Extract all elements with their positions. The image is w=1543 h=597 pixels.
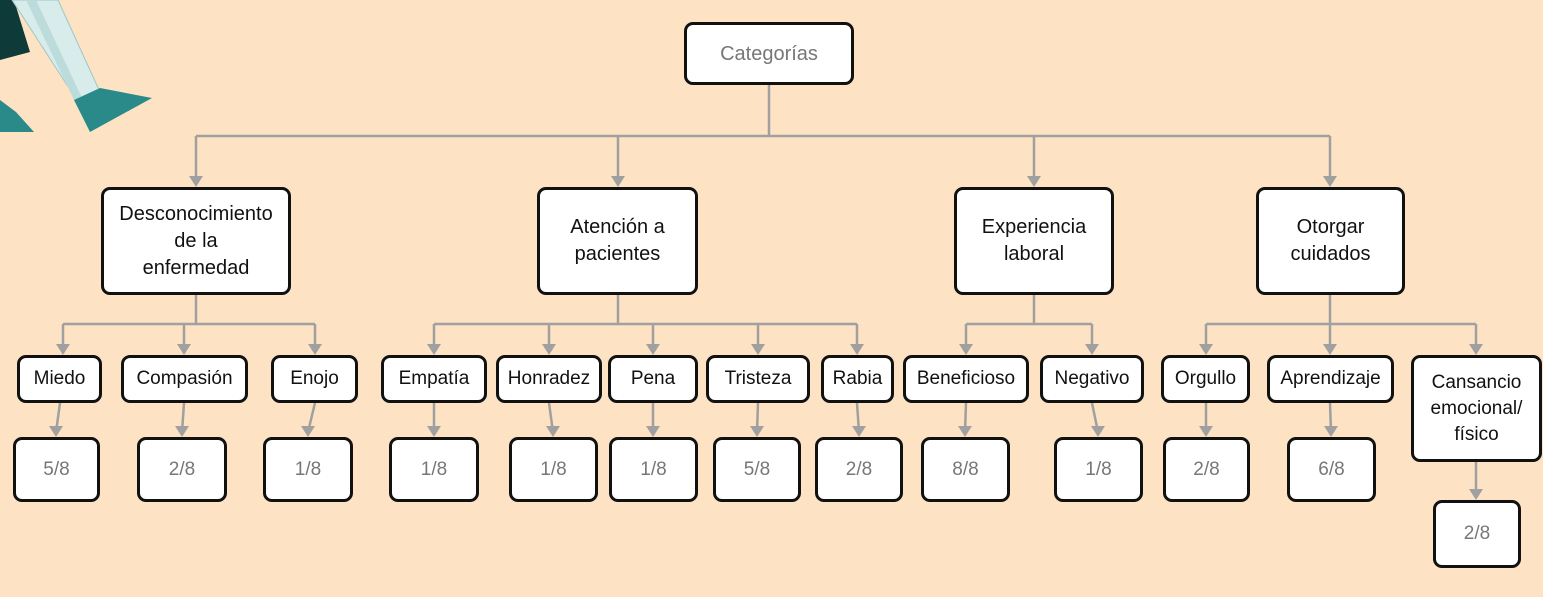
value-node: 6/8 xyxy=(1287,437,1376,502)
subcategory-node: Pena xyxy=(608,355,698,403)
subcategory-node: Enojo xyxy=(271,355,358,403)
subcategory-node: Compasión xyxy=(121,355,248,403)
value-node: 2/8 xyxy=(1433,500,1521,568)
subcategory-node: Rabia xyxy=(821,355,894,403)
value-arrowhead xyxy=(1469,489,1483,500)
category-arrowhead xyxy=(1027,176,1041,187)
subcategory-node: Empatía xyxy=(381,355,487,403)
value-arrowhead xyxy=(958,426,972,437)
subcategory-arrowhead xyxy=(177,344,191,355)
subcategory-arrowhead xyxy=(56,344,70,355)
category-node: Otorgar cuidados xyxy=(1256,187,1405,295)
value-node: 1/8 xyxy=(263,437,353,502)
value-arrowhead xyxy=(1091,426,1105,437)
subcategory-arrowhead xyxy=(1469,344,1483,355)
subcategory-node: Honradez xyxy=(496,355,602,403)
category-node: Desconocimiento de la enfermedad xyxy=(101,187,291,295)
subcategory-arrowhead xyxy=(542,344,556,355)
subcategory-arrowhead xyxy=(646,344,660,355)
value-arrowhead xyxy=(646,426,660,437)
value-arrowhead xyxy=(49,426,63,437)
subcategory-arrowhead xyxy=(1085,344,1099,355)
subcategory-arrowhead xyxy=(1323,344,1337,355)
category-arrowhead xyxy=(611,176,625,187)
subcategory-node: Negativo xyxy=(1040,355,1144,403)
value-node: 2/8 xyxy=(815,437,903,502)
category-node: Atención a pacientes xyxy=(537,187,698,295)
value-arrowhead xyxy=(750,426,764,437)
category-arrowhead xyxy=(189,176,203,187)
subcategory-node: Beneficioso xyxy=(903,355,1029,403)
value-arrowhead xyxy=(546,426,560,437)
subcategory-node: Miedo xyxy=(17,355,102,403)
root-node: Categorías xyxy=(684,22,854,85)
subcategory-arrowhead xyxy=(308,344,322,355)
subcategory-arrowhead xyxy=(959,344,973,355)
value-node: 1/8 xyxy=(609,437,698,502)
value-arrowhead xyxy=(427,426,441,437)
value-arrowhead xyxy=(175,426,189,437)
subcategory-node: Aprendizaje xyxy=(1267,355,1394,403)
subcategory-arrowhead xyxy=(427,344,441,355)
value-node: 1/8 xyxy=(389,437,479,502)
subcategory-arrowhead xyxy=(850,344,864,355)
value-node: 1/8 xyxy=(509,437,598,502)
category-node: Experiencia laboral xyxy=(954,187,1114,295)
value-node: 5/8 xyxy=(713,437,801,502)
subcategory-arrowhead xyxy=(1199,344,1213,355)
value-node: 8/8 xyxy=(921,437,1010,502)
subcategory-node: Orgullo xyxy=(1161,355,1250,403)
value-arrowhead xyxy=(301,426,315,437)
value-arrowhead xyxy=(852,426,866,437)
illustration-legs-icon xyxy=(0,0,152,132)
subcategory-arrowhead xyxy=(751,344,765,355)
value-node: 2/8 xyxy=(1163,437,1250,502)
category-arrowhead xyxy=(1323,176,1337,187)
value-arrowhead xyxy=(1199,426,1213,437)
subcategory-node: Tristeza xyxy=(706,355,810,403)
value-node: 5/8 xyxy=(13,437,100,502)
subcategory-node: Cansancio emocional/ físico xyxy=(1411,355,1542,462)
value-node: 2/8 xyxy=(137,437,227,502)
value-arrowhead xyxy=(1324,426,1338,437)
value-node: 1/8 xyxy=(1054,437,1143,502)
